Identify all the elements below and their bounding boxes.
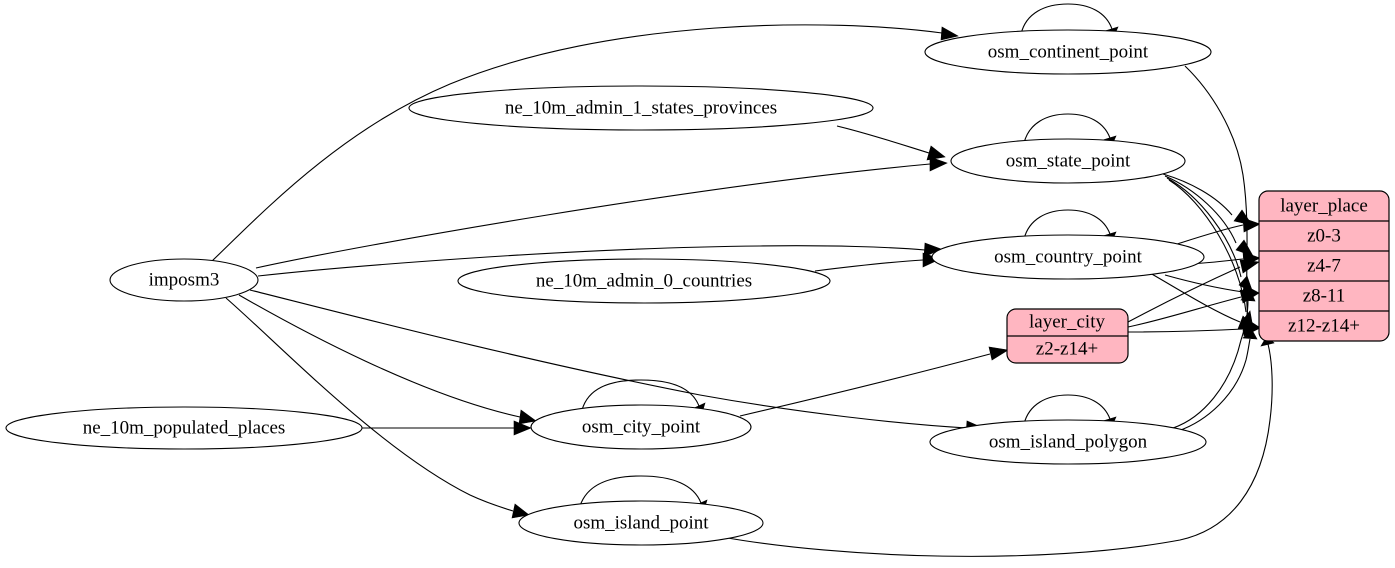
edge-layer xyxy=(210,3,1275,557)
edge-imposm3-to-osm_city_point xyxy=(238,294,521,418)
node-shape-ellipse xyxy=(530,404,752,450)
edge-selfloop-osm_country_point xyxy=(1023,209,1111,240)
node-shape-ellipse xyxy=(109,258,259,302)
edge-osm_island_point-to-layer_place-z12 xyxy=(721,343,1273,557)
edge-selfloop-osm_continent_point xyxy=(1020,3,1113,35)
arrowhead-icon xyxy=(940,26,959,41)
edge-selfloop-osm_city_point xyxy=(581,379,700,411)
node-ne_10m_populated_places[interactable]: ne_10m_populated_places xyxy=(5,406,363,450)
arrowhead-icon xyxy=(923,242,942,258)
node-label: osm_city_point xyxy=(582,416,701,437)
edge-imposm3-to-osm_state_point xyxy=(255,163,931,269)
node-label: osm_island_point xyxy=(573,512,709,533)
record-row-header: layer_place xyxy=(1280,195,1368,216)
edge-osm_country_point-to-layer_place-z12 xyxy=(1149,272,1241,323)
record-shape-box xyxy=(1258,190,1390,342)
edge-osm_state_point-to-layer_place-z0_3 xyxy=(1162,173,1233,216)
arrowhead-icon xyxy=(511,503,530,519)
node-shape-ellipse xyxy=(408,85,874,131)
node-label: osm_island_polygon xyxy=(989,431,1148,452)
record-node-layer: layer_city z2-z14+ layer_place z0-3 z4-7… xyxy=(1006,190,1390,364)
arrowhead-icon xyxy=(518,409,537,425)
node-osm_continent_point[interactable]: osm_continent_point xyxy=(924,29,1212,75)
node-label: osm_state_point xyxy=(1006,150,1131,171)
node-ne_10m_admin_0_countries[interactable]: ne_10m_admin_0_countries xyxy=(457,258,831,304)
node-shape-ellipse xyxy=(5,406,363,450)
record-row-z2-z14[interactable]: z2-z14+ xyxy=(1036,338,1098,359)
node-label: ne_10m_admin_1_states_provinces xyxy=(505,97,777,118)
edge-ne_10m_admin_1_states_provinces-to-osm_state_point xyxy=(836,125,930,154)
arrowhead-icon xyxy=(988,346,1009,361)
node-shape-ellipse xyxy=(950,138,1186,184)
node-label: osm_country_point xyxy=(994,246,1142,267)
node-shape-ellipse xyxy=(924,29,1212,75)
edge-imposm3-to-osm_continent_point xyxy=(210,24,943,263)
edge-osm_state_point-to-layer_place-z4_7 xyxy=(1164,175,1237,244)
arrowhead-icon xyxy=(513,420,532,436)
record-row-header: layer_city xyxy=(1029,311,1105,332)
node-osm_island_point[interactable]: osm_island_point xyxy=(518,500,764,546)
record-node-layer_city[interactable]: layer_city z2-z14+ xyxy=(1006,308,1129,364)
node-ne_10m_admin_1_states_provinces[interactable]: ne_10m_admin_1_states_provinces xyxy=(408,85,874,131)
record-row-z12-z14[interactable]: z12-z14+ xyxy=(1288,315,1360,336)
node-label: ne_10m_admin_0_countries xyxy=(536,270,752,291)
node-label: ne_10m_populated_places xyxy=(83,417,286,438)
edge-selfloop-osm_island_point xyxy=(579,475,702,507)
edge-imposm3-to-osm_island_polygon xyxy=(249,289,968,429)
edge-osm_city_point-to-layer_city-z2 xyxy=(739,353,991,417)
edge-osm_island_polygon-to-layer_place-z12 xyxy=(1177,338,1251,432)
node-osm_island_polygon[interactable]: osm_island_polygon xyxy=(929,419,1207,465)
node-osm_state_point[interactable]: osm_state_point xyxy=(950,138,1186,184)
node-shape-ellipse xyxy=(518,500,764,546)
node-shape-ellipse xyxy=(929,419,1207,465)
edge-layer_city-to-layer_place-z4_7 xyxy=(1127,266,1241,323)
node-label: imposm3 xyxy=(149,269,220,290)
record-row-z0-3[interactable]: z0-3 xyxy=(1307,225,1341,246)
edge-selfloop-osm_island_polygon xyxy=(1023,394,1111,425)
record-row-z8-11[interactable]: z8-11 xyxy=(1303,285,1346,306)
node-shape-ellipse xyxy=(931,234,1205,280)
edge-osm_country_point-to-layer_place-z0_3 xyxy=(1173,224,1244,246)
node-osm_city_point[interactable]: osm_city_point xyxy=(530,404,752,450)
node-osm_country_point[interactable]: osm_country_point xyxy=(931,234,1205,280)
node-shape-ellipse xyxy=(457,258,831,304)
edge-osm_state_point-to-layer_place-z8_11 xyxy=(1166,177,1242,278)
arrowhead-icon xyxy=(922,252,941,268)
arrowhead-icon xyxy=(1242,329,1258,340)
arrowhead-icon xyxy=(1242,217,1261,233)
edge-imposm3-to-osm_country_point xyxy=(257,245,926,277)
arrowhead-icon xyxy=(1240,291,1256,302)
arrowhead-icon xyxy=(1239,259,1260,274)
edge-imposm3-to-osm_island_point xyxy=(225,297,514,512)
edge-selfloop-osm_state_point xyxy=(1023,113,1111,144)
edge-ne_10m_admin_0_countries-to-osm_country_point xyxy=(814,259,924,272)
node-imposm3[interactable]: imposm3 xyxy=(109,258,259,302)
node-label: osm_continent_point xyxy=(988,41,1149,62)
node-layer: imposm3 ne_10m_populated_places ne_10m_a… xyxy=(5,29,1212,546)
edge-layer_city-to-layer_place-z12 xyxy=(1127,328,1244,333)
edge-osm_island_polygon-to-layer_place-z8_11 xyxy=(1172,299,1249,429)
arrowhead-icon xyxy=(929,156,948,172)
arrowhead-icon xyxy=(926,145,946,161)
record-row-z4-7[interactable]: z4-7 xyxy=(1307,255,1341,276)
edge-layer_city-to-layer_place-z8_11 xyxy=(1127,296,1242,328)
record-node-layer_place[interactable]: layer_place z0-3 z4-7 z8-11 z12-z14+ xyxy=(1258,190,1390,342)
